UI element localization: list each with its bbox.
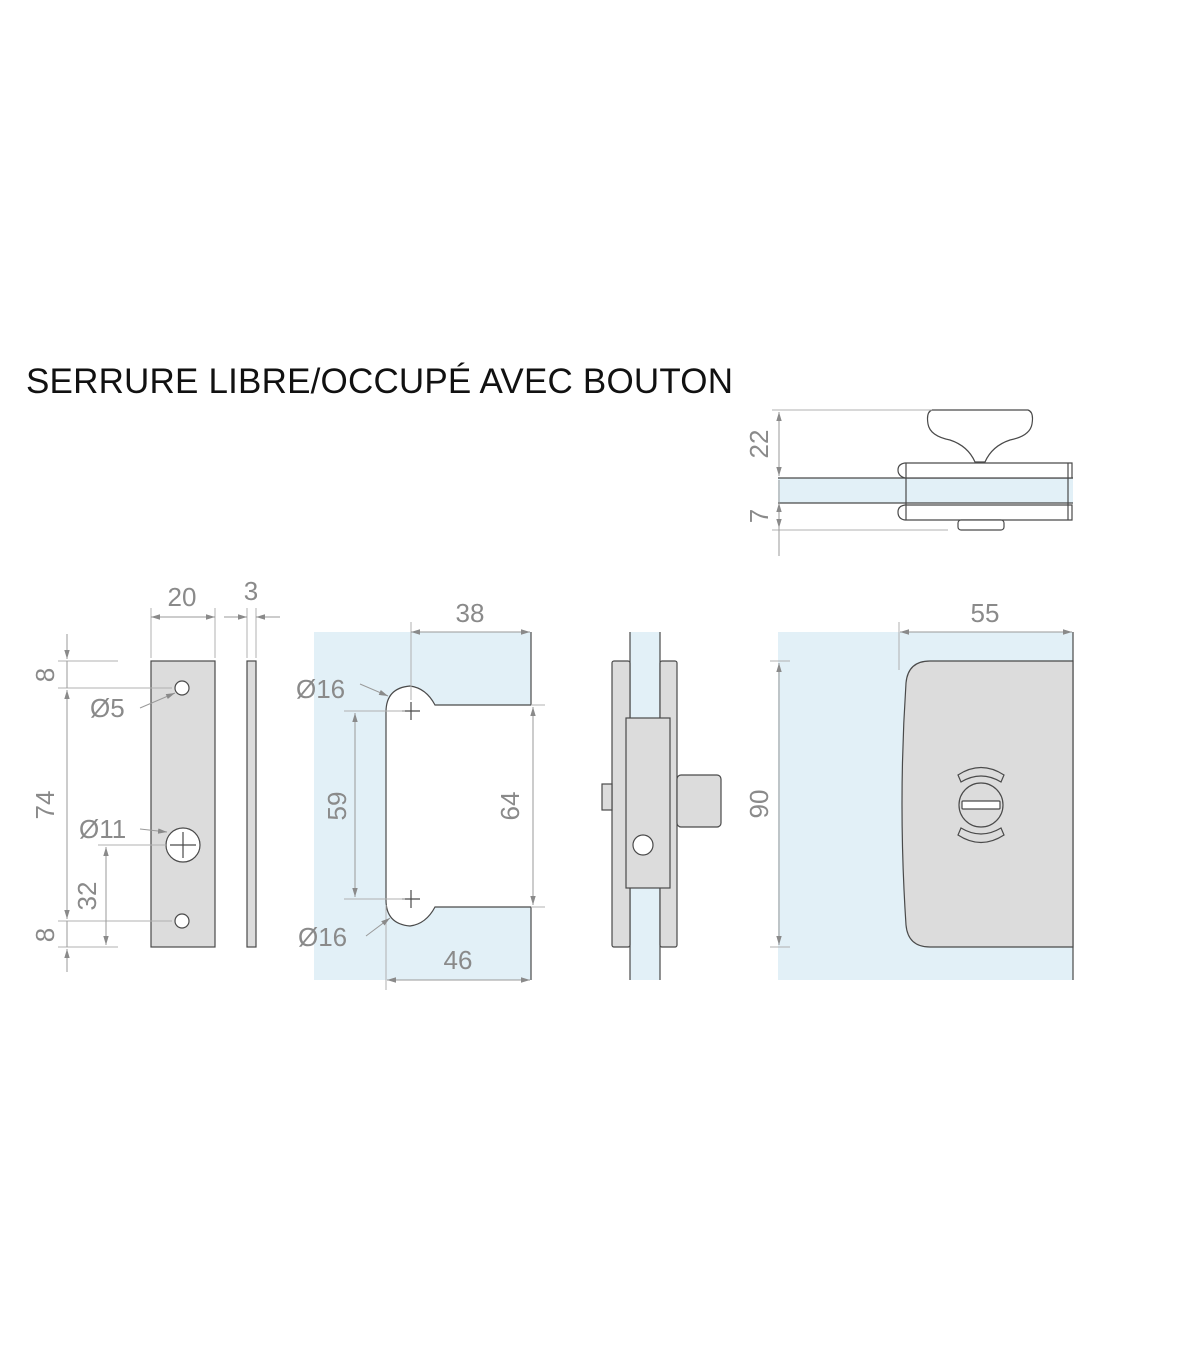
dim-glass-thickness: 7 <box>744 509 774 523</box>
turn-slot <box>961 800 1001 810</box>
lock-case-edge <box>625 717 671 889</box>
label-hole-small: Ø5 <box>90 693 125 723</box>
front-view: 55 90 <box>744 598 1074 980</box>
lock-body-lower <box>897 504 1073 521</box>
dim-center-distance: 59 <box>322 792 352 821</box>
dim-hole-spacing: 74 <box>30 791 60 820</box>
strike-plate-profile <box>246 660 257 948</box>
lock-screw-hole <box>632 834 654 856</box>
lock-body-upper <box>897 462 1073 479</box>
side-view: 22 7 <box>744 409 1073 556</box>
dim-bottom-offset: 8 <box>30 928 60 942</box>
label-hole-large: Ø11 <box>79 814 126 844</box>
hole-small-bottom <box>174 913 190 929</box>
indicator-arc-bottom <box>957 827 1005 844</box>
glass-panel-side <box>778 478 1073 503</box>
strike-plate <box>150 660 216 948</box>
hole-small-top <box>174 680 190 696</box>
dim-front-width: 55 <box>971 598 1000 628</box>
dim-cutout-height: 64 <box>495 792 525 821</box>
dim-top-offset: 8 <box>30 668 60 682</box>
label-hole-bottom: Ø16 <box>298 922 347 952</box>
dim-plate-width: 20 <box>168 582 197 612</box>
label-hole-top: Ø16 <box>296 674 345 704</box>
dim-plate-thickness: 3 <box>244 576 258 606</box>
lock-edge-view <box>601 632 722 980</box>
cutout-view: 38 46 59 64 Ø16 Ø16 <box>296 598 545 990</box>
turn-knob <box>926 409 1034 463</box>
dim-front-height: 90 <box>744 790 774 819</box>
dim-center-hole-height: 32 <box>72 882 102 911</box>
lock-screw-stub <box>957 519 1005 531</box>
cutout-outline <box>385 685 531 927</box>
glass-panel-cutout <box>314 632 531 980</box>
dim-knob-height: 22 <box>744 430 774 459</box>
dim-cutout-bottom-width: 46 <box>444 945 473 975</box>
dim-cutout-top-width: 38 <box>456 598 485 628</box>
indicator-arc-top <box>957 766 1005 783</box>
page-title: SERRURE LIBRE/OCCUPÉ AVEC BOUTON <box>26 362 734 401</box>
lock-bolt-stub <box>601 783 613 811</box>
lock-button-stub <box>676 774 722 828</box>
strike-plate-view: 20 3 8 74 8 32 Ø5 Ø11 <box>30 576 280 972</box>
